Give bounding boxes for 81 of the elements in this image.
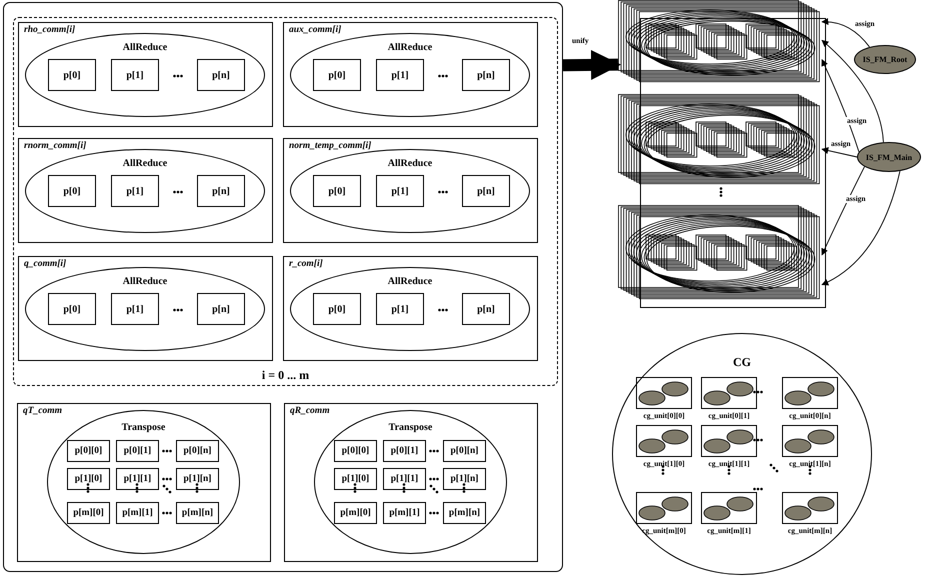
arrow (821, 59, 860, 152)
process-cell: p[m][0] (67, 502, 110, 524)
process-box: p[n] (197, 293, 245, 325)
arrow (821, 40, 884, 143)
arrow (821, 166, 865, 256)
group-box (18, 256, 273, 361)
operation-label: AllReduce (386, 277, 434, 287)
loop-label: i = 0 ... m (260, 369, 310, 381)
process-cell: p[1][n] (176, 468, 219, 490)
operation-ellipse (290, 149, 530, 233)
operation-ellipse (290, 267, 530, 351)
process-cell: p[m][0] (334, 502, 377, 524)
group-title: r_com[i] (289, 260, 323, 270)
process-box: p[1] (376, 175, 424, 207)
process-box: p[1] (376, 293, 424, 325)
process-box: p[1] (111, 175, 159, 207)
operation-label: AllReduce (386, 43, 434, 53)
process-box: p[0] (313, 293, 361, 325)
operation-ellipse (290, 33, 530, 117)
block-arrow (562, 50, 621, 80)
process-box: p[0] (313, 175, 361, 207)
process-box: p[1] (376, 59, 424, 91)
process-cell: p[0][1] (116, 440, 159, 462)
process-cell: p[m][n] (176, 502, 219, 524)
group-circle (612, 333, 872, 575)
process-cell: p[1][n] (443, 468, 486, 490)
operation-ellipse (25, 267, 265, 351)
process-cell: p[1][1] (116, 468, 159, 490)
group-box (18, 22, 273, 127)
process-cell: p[1][0] (334, 468, 377, 490)
loop-box (13, 17, 558, 386)
process-box: p[n] (462, 293, 510, 325)
process-box: p[1] (111, 293, 159, 325)
arrow (821, 18, 870, 48)
group-box (283, 22, 538, 127)
process-cell: p[m][1] (116, 502, 159, 524)
group-box (284, 403, 538, 562)
process-cell: p[0][0] (334, 440, 377, 462)
process-cell: p[m][1] (383, 502, 426, 524)
process-box: p[n] (197, 59, 245, 91)
process-box: p[1] (111, 59, 159, 91)
group-title: rho_comm[i] (24, 26, 76, 36)
process-cell: p[0][0] (67, 440, 110, 462)
group-title: aux_comm[i] (289, 26, 342, 36)
process-cell: p[0][n] (443, 440, 486, 462)
process-box: p[n] (462, 59, 510, 91)
group-title: qT_comm (23, 407, 62, 416)
process-box: p[0] (48, 175, 96, 207)
group-title: CG (732, 356, 752, 368)
process-cell: p[1][1] (383, 468, 426, 490)
group-box (17, 403, 271, 562)
filled-ellipse: IS_FM_Main (857, 142, 921, 172)
group-title: q_comm[i] (24, 260, 66, 270)
frame-outline (640, 18, 826, 308)
process-cell: p[m][n] (443, 502, 486, 524)
panel-box (3, 2, 563, 572)
process-box: p[n] (197, 175, 245, 207)
operation-label: AllReduce (122, 159, 168, 169)
group-box (18, 138, 273, 243)
process-cell: p[0][1] (383, 440, 426, 462)
arrow (821, 147, 858, 158)
operation-ellipse (25, 149, 265, 233)
group-box (283, 256, 538, 361)
arrow (821, 170, 900, 286)
group-title: rnorm_comm[i] (24, 142, 86, 152)
process-box: p[0] (48, 59, 96, 91)
group-title: norm_temp_comm[i] (289, 142, 372, 152)
group-title: qR_comm (290, 407, 330, 416)
operation-label: AllReduce (122, 277, 168, 287)
process-box: p[n] (462, 175, 510, 207)
group-box (283, 138, 538, 243)
process-cell: p[0][n] (176, 440, 219, 462)
operation-label: AllReduce (386, 159, 434, 169)
operation-label: AllReduce (122, 43, 168, 53)
operation-ellipse (25, 33, 265, 117)
process-box: p[0] (48, 293, 96, 325)
operation-label: Transpose (120, 423, 166, 433)
filled-ellipse: IS_FM_Root (854, 45, 916, 74)
process-cell: p[1][0] (67, 468, 110, 490)
process-box: p[0] (313, 59, 361, 91)
operation-label: Transpose (388, 423, 434, 433)
